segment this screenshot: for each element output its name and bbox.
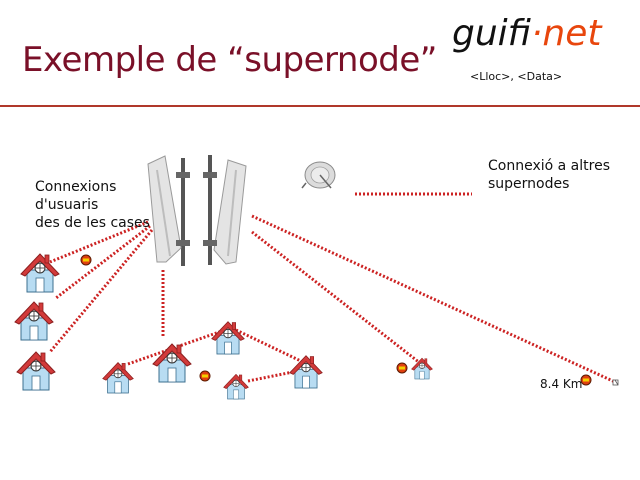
house-icon <box>16 351 56 391</box>
sector-antenna-icon <box>213 159 247 265</box>
link-house-c-d <box>235 328 306 365</box>
logo-part-2: net <box>542 13 602 54</box>
sector-antenna-icon <box>147 155 182 263</box>
house-icon <box>289 355 323 389</box>
link-to-house-7 <box>251 214 616 384</box>
link-house-a-b <box>127 328 226 366</box>
link-to-house-2 <box>55 224 151 300</box>
link-to-house-1 <box>49 220 149 264</box>
place-date-placeholder: <Lloc>, <Data> <box>470 70 563 83</box>
label-supernode-connection: Connexió a altres supernodes <box>488 158 610 192</box>
link-lines <box>48 192 616 384</box>
distance-label: 8.4 Km <box>540 377 583 391</box>
house-icon <box>102 362 134 394</box>
house-icon <box>411 357 433 380</box>
header-divider <box>0 105 640 107</box>
link-house-e-f <box>247 369 299 383</box>
guifi-net-logo: guifi·net <box>452 14 601 54</box>
supernode-mast <box>147 155 247 266</box>
dish-antenna-icon <box>301 161 336 189</box>
router-icon <box>199 370 211 382</box>
logo-dot: · <box>530 13 543 54</box>
house-icon <box>152 343 192 383</box>
label-user-connections: Connexions d'usuaris des de les cases <box>35 179 150 231</box>
small-antenna-icon <box>612 379 619 386</box>
link-to-house-3 <box>48 229 154 353</box>
link-to-house-8 <box>251 230 421 365</box>
router-icon <box>580 374 592 386</box>
house-icon <box>211 321 245 355</box>
router-icon <box>396 362 408 374</box>
house-icon <box>223 373 249 400</box>
logo-part-1: guifi <box>452 13 531 54</box>
router-icon <box>80 254 92 266</box>
house-icon <box>14 301 54 341</box>
slide-title: Exemple de “supernode” <box>22 40 437 80</box>
